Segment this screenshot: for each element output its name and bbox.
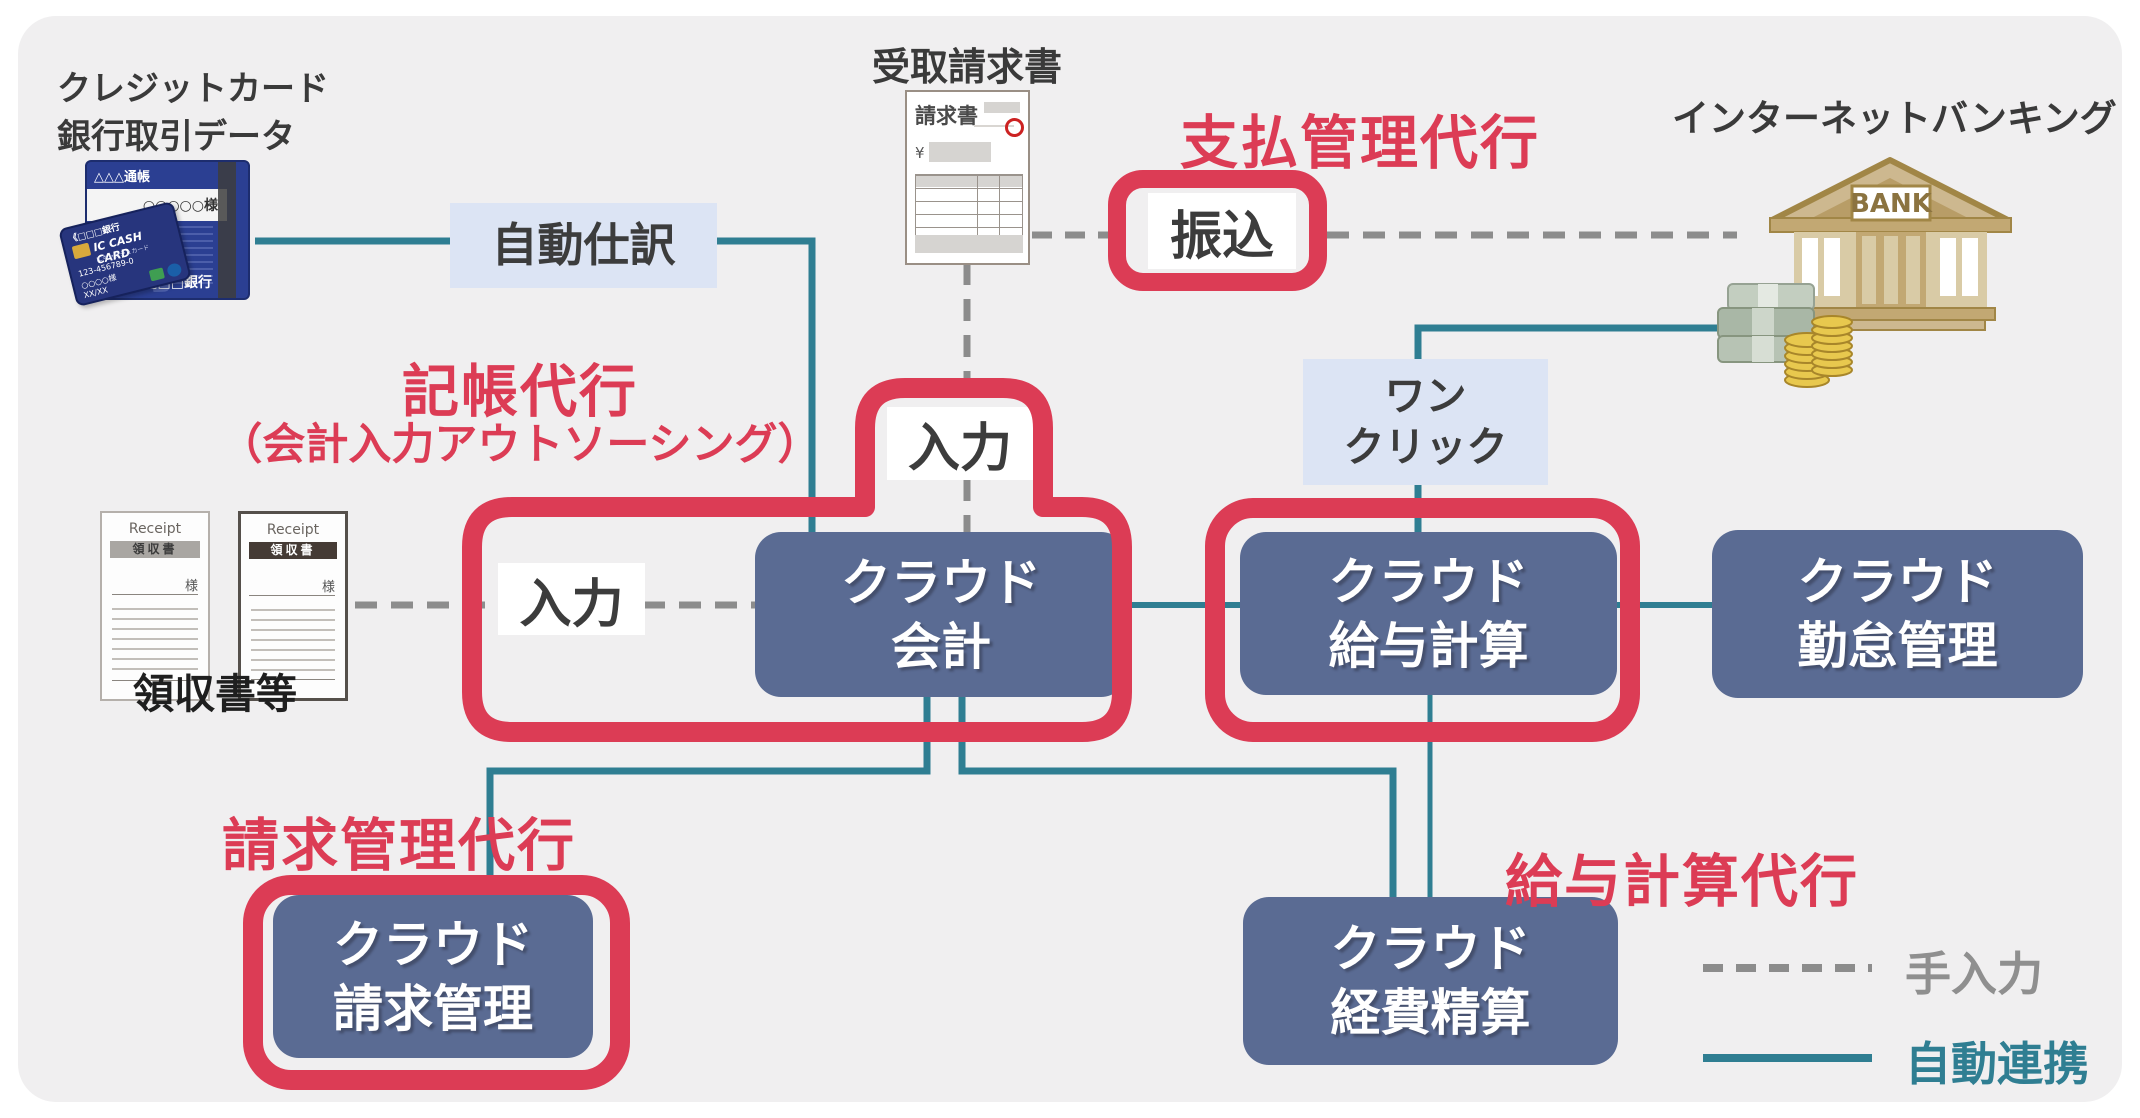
invoice-table-line bbox=[977, 174, 978, 240]
internet-banking-label: インターネットバンキング bbox=[1672, 97, 2117, 140]
cloud-accounting-box: クラウド 会計 bbox=[755, 532, 1127, 697]
cloud-billing-line2: 請求管理 bbox=[333, 979, 533, 1038]
receipt-footer bbox=[251, 679, 335, 680]
legend-auto-label: 自動連携 bbox=[1905, 1037, 2089, 1091]
card-chip-icon bbox=[71, 242, 92, 260]
credit-card-data-label-line1: クレジットカード bbox=[57, 69, 329, 109]
invoice-footer-bar bbox=[915, 235, 1023, 253]
payment-agency-title: 支払管理代行 bbox=[1180, 109, 1541, 177]
bookkeeping-agency-subtitle: （会計入力アウトソーシング） bbox=[219, 420, 821, 470]
receipt-title: Receipt bbox=[266, 522, 320, 538]
passbook-stripe bbox=[218, 162, 236, 298]
input-box-top: 入力 bbox=[887, 407, 1033, 480]
credit-card-data-label-line2: 銀行取引データ bbox=[57, 116, 295, 157]
invoice-table bbox=[915, 174, 1023, 240]
cloud-expense-line2: 経費精算 bbox=[1330, 984, 1531, 1042]
one-click-badge: ワン クリック bbox=[1303, 359, 1548, 485]
receipt-footer bbox=[112, 680, 198, 681]
transfer-box: 振込 bbox=[1148, 193, 1296, 269]
input-box-left: 入力 bbox=[498, 563, 645, 635]
cloud-expense-line1: クラウド bbox=[1330, 920, 1531, 978]
cloud-expense-box: クラウド 経費精算 bbox=[1243, 897, 1618, 1065]
receipt-icon: Receipt 領収書 様 bbox=[100, 511, 210, 701]
credit-card-data-label: クレジットカード 銀行取引データ bbox=[57, 66, 329, 161]
receipt-rows bbox=[112, 608, 198, 678]
invoice-yen: ¥ bbox=[915, 144, 925, 162]
cloud-billing-line1: クラウド bbox=[333, 915, 533, 974]
legend-manual-label: 手入力 bbox=[1905, 947, 2043, 1001]
receipt-banner: 領収書 bbox=[249, 542, 337, 559]
invoice-title: 請求書 bbox=[915, 104, 978, 128]
invoice-icon: 請求書 ¥ bbox=[905, 90, 1030, 265]
cloud-accounting-line2: 会計 bbox=[891, 617, 991, 676]
bank-icon: BANK bbox=[1769, 157, 2012, 331]
cloud-attendance-box: クラウド 勤怠管理 bbox=[1712, 530, 2083, 698]
transfer-label: 振込 bbox=[1169, 206, 1274, 267]
card-logo2-icon bbox=[165, 262, 183, 279]
cloud-billing-box: クラウド 請求管理 bbox=[273, 895, 593, 1058]
cloud-attendance-line2: 勤怠管理 bbox=[1797, 617, 1998, 675]
invoice-seal-icon bbox=[1005, 118, 1024, 137]
passbook-title: △△△通帳 bbox=[94, 170, 150, 185]
billing-agency-title: 請求管理代行 bbox=[222, 813, 576, 879]
bank-sign-text: BANK bbox=[1850, 189, 1933, 219]
one-click-line1: ワン bbox=[1384, 371, 1467, 420]
receipts-label: 領収書等 bbox=[133, 670, 297, 718]
invoice-table-line2 bbox=[999, 174, 1000, 240]
receipt-sama: 様 bbox=[249, 576, 335, 596]
receipt-sama: 様 bbox=[112, 575, 198, 595]
invoice-bar bbox=[984, 102, 1020, 113]
receipt-rows bbox=[251, 609, 335, 679]
received-invoice-label: 受取請求書 bbox=[872, 45, 1063, 89]
cloud-payroll-line2: 給与計算 bbox=[1328, 616, 1529, 675]
auto-journal-badge: 自動仕訳 bbox=[450, 203, 717, 288]
money-icon bbox=[1717, 283, 1853, 388]
receipt-title: Receipt bbox=[128, 521, 182, 537]
cloud-accounting-line1: クラウド bbox=[841, 553, 1041, 612]
one-click-line2: クリック bbox=[1343, 423, 1508, 471]
input-label: 入力 bbox=[907, 419, 1012, 479]
cloud-payroll-box: クラウド 給与計算 bbox=[1240, 532, 1617, 695]
payroll-agency-title: 給与計算代行 bbox=[1505, 849, 1859, 915]
auto-journal-label: 自動仕訳 bbox=[491, 217, 676, 272]
invoice-amount-bar bbox=[929, 142, 991, 162]
card-logo-icon bbox=[148, 267, 166, 282]
cloud-attendance-line1: クラウド bbox=[1797, 553, 1998, 611]
input-label: 入力 bbox=[519, 574, 624, 635]
receipt-banner: 領収書 bbox=[110, 541, 200, 558]
cloud-payroll-line1: クラウド bbox=[1328, 552, 1529, 611]
invoice-seal-line bbox=[974, 125, 1014, 127]
